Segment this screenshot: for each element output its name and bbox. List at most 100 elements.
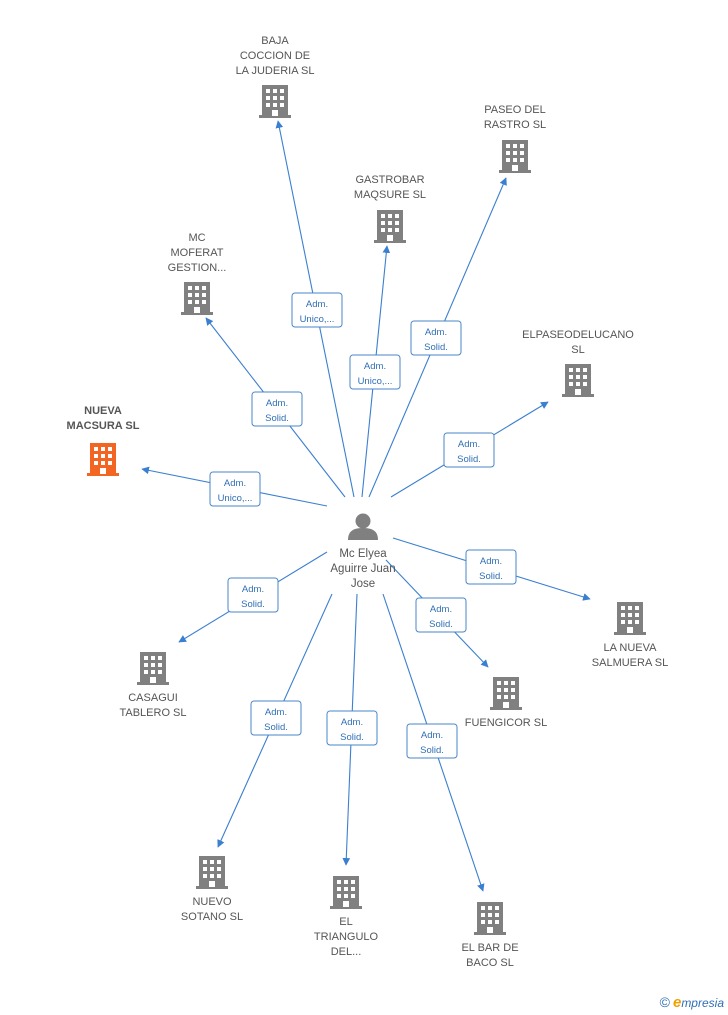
company-name-line-1: LA NUEVA — [604, 642, 658, 654]
relation-badge-sotano[interactable]: Adm. Solid. — [250, 700, 302, 736]
edges — [141, 120, 591, 892]
company-node-gastrobar[interactable]: GASTROBAR MAQSURE SL — [354, 174, 426, 243]
building-icon — [474, 902, 506, 935]
brand-logo-initial: e — [672, 994, 682, 1011]
relation-text-line-2: Solid. — [479, 571, 503, 582]
relation-text-line-1: Adm. — [242, 584, 264, 595]
relation-text-line-1: Adm. — [265, 707, 287, 718]
relation-badge-nueva[interactable]: Adm.Unico,... — [209, 471, 261, 507]
relation-badge-box — [251, 391, 303, 427]
company-name-line-1: GASTROBAR — [355, 174, 424, 186]
company-name-line-2: MOFERAT — [171, 247, 224, 259]
relation-text-line-2: Unico,... — [300, 314, 335, 325]
relation-badges: Adm.Unico,...Adm.Solid.Adm.Unico,...Adm.… — [209, 292, 517, 759]
company-name-line-1: FUENGICOR SL — [465, 717, 548, 729]
relation-badge-fuengicor[interactable]: Adm. Solid. — [415, 597, 467, 633]
company-node-baco[interactable]: EL BAR DE BACO SL — [461, 902, 519, 969]
relation-text-line-2: Solid. — [429, 619, 453, 630]
relation-badge-elpaseo[interactable]: Adm.Solid. — [443, 432, 495, 468]
company-node-baja[interactable]: BAJA COCCION DE LA JUDERIA SL — [236, 35, 315, 118]
relation-badge-baco[interactable]: Adm. Solid. — [406, 723, 458, 759]
company-node-casagui[interactable]: CASAGUI TABLERO SL — [119, 652, 187, 719]
company-name-line-1: MC — [188, 232, 205, 244]
person-name-line-1: Mc Elyea — [339, 548, 387, 560]
relation-badge-triangulo[interactable]: Adm. Solid. — [326, 710, 378, 746]
relation-badge-box — [209, 471, 261, 507]
building-icon — [330, 876, 362, 909]
company-name-line-3: GESTION... — [168, 262, 227, 274]
company-node-sotano[interactable]: NUEVO SOTANO SL — [181, 856, 243, 923]
relation-text-line-1: Adm. — [425, 327, 447, 338]
relation-badge-gastrobar[interactable]: Adm.Unico,... — [349, 354, 401, 390]
company-node-fuengicor[interactable]: FUENGICOR SL — [465, 677, 548, 729]
relation-badge-casagui[interactable]: Adm. Solid. — [227, 577, 279, 613]
relation-text-line-1: Adm. — [341, 717, 363, 728]
person-node[interactable]: Mc Elyea Aguirre Juan Jose — [330, 513, 396, 591]
company-node-paseo[interactable]: PASEO DEL RASTRO SL — [484, 104, 546, 173]
company-name-line-1: PASEO DEL — [484, 104, 546, 116]
company-name-line-1: EL — [339, 916, 352, 928]
company-nodes: BAJA COCCION DE LA JUDERIA SL PASEO DEL RAST… — [67, 35, 669, 969]
person-name-line-3: Jose — [351, 578, 375, 590]
relation-text-line-2: Solid. — [457, 454, 481, 465]
relation-badge-box — [415, 597, 467, 633]
relation-text-line-1: Adm. — [224, 478, 246, 489]
building-icon — [490, 677, 522, 710]
company-name-line-1: ELPASEODELUCANO — [522, 329, 634, 341]
building-icon — [562, 364, 594, 397]
relation-badge-box — [465, 549, 517, 585]
company-node-moferat[interactable]: MC MOFERAT GESTION... — [168, 232, 227, 315]
building-icon — [196, 856, 228, 889]
relation-badge-paseo[interactable]: Adm. Solid. — [410, 320, 462, 356]
person-icon — [348, 513, 378, 540]
copyright-icon: © — [659, 994, 670, 1010]
company-name-line-2: BACO SL — [466, 957, 514, 969]
relation-text-line-1: Adm. — [266, 398, 288, 409]
company-node-elpaseo[interactable]: ELPASEODELUCANO SL — [522, 329, 634, 397]
relation-badge-box — [349, 354, 401, 390]
relation-text-line-2: Solid. — [241, 599, 265, 610]
relation-text-line-1: Adm. — [306, 299, 328, 310]
relation-badge-box — [410, 320, 462, 356]
building-icon — [87, 443, 119, 476]
company-name-line-2: SOTANO SL — [181, 911, 243, 923]
relation-text-line-1: Adm. — [421, 730, 443, 741]
relation-text-line-2: Solid. — [340, 732, 364, 743]
relation-text-line-1: Adm. — [364, 361, 386, 372]
building-icon — [259, 85, 291, 118]
building-icon — [499, 140, 531, 173]
company-name-line-2: MACSURA SL — [67, 420, 140, 432]
building-icon — [181, 282, 213, 315]
company-name-line-2: TRIANGULO — [314, 931, 379, 943]
relation-text-line-1: Adm. — [430, 604, 452, 615]
company-name-line-2: RASTRO SL — [484, 119, 546, 131]
company-name-line-2: COCCION DE — [240, 50, 310, 62]
brand-footer: ©empresia — [660, 994, 724, 1011]
relation-badge-baja[interactable]: Adm. Unico,... — [291, 292, 343, 328]
brand-logo-text: mpresia — [681, 996, 724, 1010]
relation-badge-moferat[interactable]: Adm. Solid. — [251, 391, 303, 427]
relation-badge-box — [250, 700, 302, 736]
company-name-line-2: SL — [571, 344, 584, 356]
company-name-line-2: TABLERO SL — [119, 707, 186, 719]
relation-badge-box — [227, 577, 279, 613]
relation-text-line-2: Solid. — [420, 745, 444, 756]
relation-text-line-2: Solid. — [265, 413, 289, 424]
relation-text-line-2: Solid. — [264, 722, 288, 733]
relation-badge-box — [326, 710, 378, 746]
relation-badge-salmuera[interactable]: Adm.Solid. — [465, 549, 517, 585]
company-name-line-2: MAQSURE SL — [354, 189, 426, 201]
company-node-salmuera[interactable]: LA NUEVA SALMUERA SL — [592, 602, 668, 669]
company-name-line-1: CASAGUI — [128, 692, 178, 704]
company-name-line-2: SALMUERA SL — [592, 657, 668, 669]
company-node-triangulo[interactable]: ELTRIANGULODEL... — [314, 876, 379, 958]
company-name-line-1: BAJA — [261, 35, 289, 47]
company-name-line-3: LA JUDERIA SL — [236, 65, 315, 77]
company-name-line-1: NUEVO — [192, 896, 232, 908]
building-icon — [374, 210, 406, 243]
building-icon — [137, 652, 169, 685]
company-name-line-1: EL BAR DE — [461, 942, 518, 954]
relation-text-line-2: Solid. — [424, 342, 448, 353]
